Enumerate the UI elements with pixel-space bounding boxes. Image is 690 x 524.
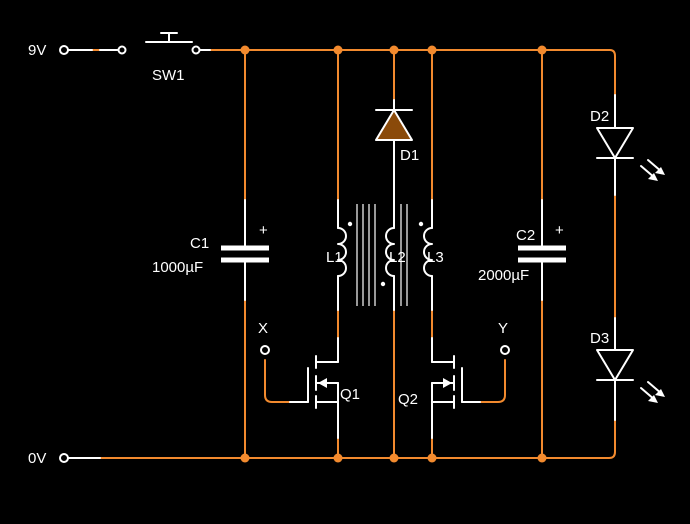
c1-label: C1 [190, 235, 209, 252]
terminal-0v-label: 0V [28, 450, 46, 467]
light-arrow-head [648, 173, 658, 181]
wire-d3-to-ground [608, 419, 616, 459]
l3-polarity-dot [418, 221, 424, 227]
probe-y-label: Y [498, 320, 508, 337]
l1-polarity-dot [347, 221, 353, 227]
l2-coil [385, 227, 395, 277]
c2-label: C2 [516, 227, 535, 244]
terminal-0v: 0V [28, 450, 101, 467]
probe-x-label: X [258, 320, 268, 337]
q1-body-arrow [318, 378, 327, 388]
light-arrow-head [655, 167, 665, 175]
terminal-9v: 9V [28, 42, 93, 59]
terminal-0v-pin [59, 453, 69, 463]
d3-triangle [596, 349, 634, 381]
junction-dot [427, 453, 437, 463]
capacitor-c2: + C2 2000µF [478, 199, 566, 301]
probe-y-pin [500, 345, 510, 355]
d2-triangle [596, 127, 634, 159]
junctions [240, 45, 547, 463]
c1-polarity: + [259, 222, 268, 239]
junction-dot [427, 45, 437, 55]
probe-y: Y [498, 320, 510, 355]
light-arrow-head [655, 389, 665, 397]
c2-polarity: + [555, 222, 564, 239]
d1-triangle [375, 109, 413, 141]
wire-x-to-q1-gate [264, 359, 291, 403]
l2-polarity-dot [380, 281, 386, 287]
d3-light-arrows [640, 381, 665, 403]
capacitor-c1: + C1 1000µF [152, 199, 269, 301]
terminal-9v-pin [59, 45, 69, 55]
diode-d1: D1 [375, 99, 419, 201]
switch-sw1: SW1 [99, 32, 211, 84]
led-d2: D2 [590, 94, 665, 196]
l1-label: L1 [326, 249, 343, 266]
mosfet-q2: Q2 [398, 337, 481, 439]
inductor-l1: L1 [326, 199, 353, 311]
junction-dot [240, 45, 250, 55]
probe-x-pin [260, 345, 270, 355]
c2-value: 2000µF [478, 267, 529, 284]
inductor-l2: L2 [380, 199, 406, 311]
mosfet-q1: Q1 [289, 337, 360, 439]
transformer: L1 L2 L3 [326, 199, 444, 311]
l1-coil [337, 227, 347, 277]
junction-dot [333, 45, 343, 55]
wire-y-to-q2-gate [479, 359, 506, 403]
transformer-core [356, 204, 408, 306]
junction-dot [333, 453, 343, 463]
sw1-label: SW1 [152, 67, 185, 84]
c1-value: 1000µF [152, 259, 203, 276]
junction-dot [537, 45, 547, 55]
led-d3: D3 [590, 317, 665, 421]
junction-dot [389, 45, 399, 55]
l3-label: L3 [427, 249, 444, 266]
d3-label: D3 [590, 330, 609, 347]
q2-body-arrow [443, 378, 452, 388]
q2-label: Q2 [398, 391, 418, 408]
sw1-contact-left [117, 45, 127, 55]
junction-dot [389, 453, 399, 463]
light-arrow-head [648, 395, 658, 403]
q1-label: Q1 [340, 386, 360, 403]
d1-label: D1 [400, 147, 419, 164]
sw1-contact-right [191, 45, 201, 55]
d2-label: D2 [590, 108, 609, 125]
junction-dot [240, 453, 250, 463]
junction-dot [537, 453, 547, 463]
d2-light-arrows [640, 159, 665, 181]
positive-rail [244, 49, 616, 96]
l2-label: L2 [389, 249, 406, 266]
terminal-9v-label: 9V [28, 42, 46, 59]
probe-x: X [258, 320, 270, 355]
l3-coil [423, 227, 433, 277]
inductor-l3: L3 [418, 199, 444, 311]
